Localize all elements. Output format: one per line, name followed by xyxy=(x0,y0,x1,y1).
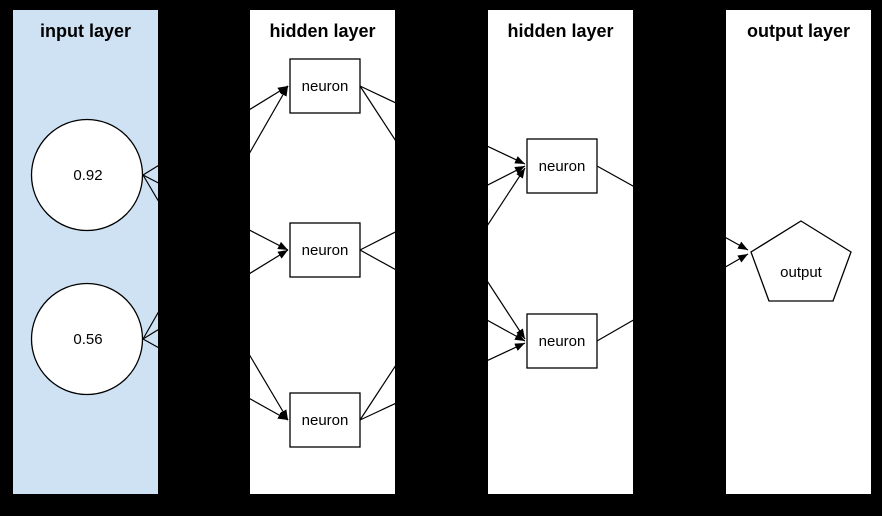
output-node-pentagon xyxy=(750,220,852,302)
hidden1-neuron-2 xyxy=(289,222,361,278)
hidden1-neuron-1-label: neuron xyxy=(302,78,349,95)
gap-cover xyxy=(633,0,726,516)
gap-cover xyxy=(395,0,488,516)
output-node-label: output xyxy=(780,264,823,281)
output-layer-title: output layer xyxy=(747,21,850,41)
hidden2-neuron-2 xyxy=(526,313,598,369)
hidden1-neuron-2-label: neuron xyxy=(302,242,349,259)
hidden2-neuron-1-label: neuron xyxy=(539,158,586,175)
gap-cover xyxy=(158,0,250,516)
input-layer-title: input layer xyxy=(40,21,131,41)
hidden1-neuron-3-label: neuron xyxy=(302,412,349,429)
hidden1-neuron-1 xyxy=(289,58,361,114)
hidden2-neuron-2-label: neuron xyxy=(539,333,586,350)
input-node-1 xyxy=(30,118,144,232)
hidden-layer-2-title: hidden layer xyxy=(507,21,613,41)
input-node-1-label: 0.92 xyxy=(73,167,102,184)
input-layer-panel xyxy=(13,10,158,494)
hidden-layer-1-title: hidden layer xyxy=(269,21,375,41)
hidden1-neuron-3 xyxy=(289,392,361,448)
input-node-2-label: 0.56 xyxy=(73,331,102,348)
hidden2-neuron-1 xyxy=(526,138,598,194)
input-node-2 xyxy=(30,282,144,396)
hidden-layer-2-panel xyxy=(488,10,633,494)
